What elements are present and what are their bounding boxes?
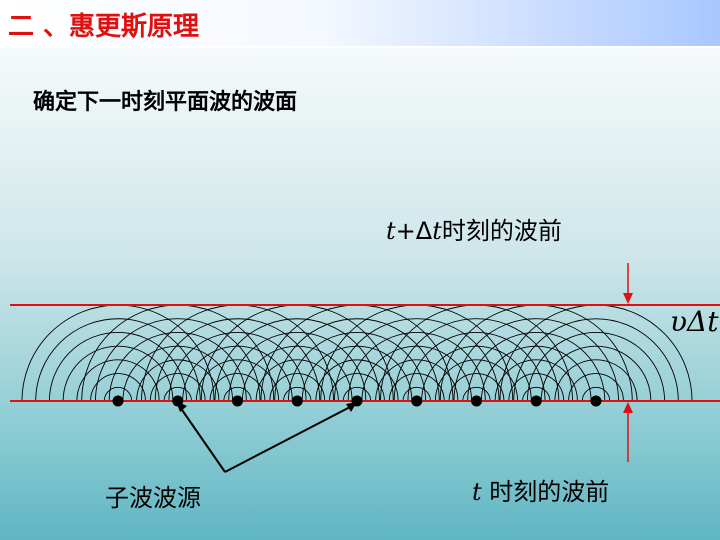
wavelet-sources-label: 子波波源 — [105, 484, 201, 512]
wavelet-arc — [554, 359, 638, 402]
wavelet-arc — [342, 386, 372, 402]
wavelet-source-dot — [112, 395, 124, 407]
wavelet-arc — [255, 359, 339, 402]
source-pointer-arrows — [176, 401, 357, 473]
wavelet-arc — [568, 373, 624, 402]
wavelet-source-dot — [232, 395, 243, 407]
wavelet-arc — [76, 359, 160, 402]
wavelet-arc — [163, 386, 192, 402]
wavelet-arc — [182, 345, 293, 402]
wavelet-source-dot — [411, 395, 423, 407]
wavelet-arc — [95, 318, 261, 402]
wavelet-source-dot — [471, 395, 482, 407]
wavelet-group — [21, 304, 693, 402]
wavelet-arc — [315, 359, 399, 402]
wavelet-source-dot — [530, 395, 542, 407]
wavelet-arc — [434, 359, 519, 402]
wavelet-arc — [462, 386, 491, 402]
wavelet-arc — [329, 373, 385, 402]
t-symbol: t — [432, 217, 442, 245]
wavelet-arc — [522, 386, 551, 402]
wavelet-arc — [421, 345, 532, 402]
wavelet-arc — [108, 332, 247, 402]
wavelet-arc — [334, 318, 500, 402]
wavelet-arc — [402, 386, 431, 402]
lower-wavefront-label: t 时刻的波前 — [472, 472, 609, 507]
wavelet-arc — [508, 373, 565, 402]
wavelet-arc — [241, 345, 353, 402]
wavelet-arc — [136, 359, 220, 402]
wavelet-arc — [154, 318, 321, 402]
wavelet-arc — [223, 386, 252, 402]
upper-wavefront-text: 时刻的波前 — [441, 217, 562, 245]
wavelet-arc — [448, 373, 505, 402]
wavelet-arc — [283, 386, 312, 402]
delta-symbol: Δ — [415, 217, 433, 245]
wavelet-arc — [540, 345, 652, 402]
wavelet-arc — [494, 359, 578, 402]
wavelet-arc — [287, 332, 427, 402]
wavelet-arc — [347, 332, 486, 402]
wavelet-arc — [375, 359, 459, 402]
wavelet-arc — [388, 373, 445, 402]
wavelet-arc — [209, 373, 266, 402]
wavelet-arc — [149, 373, 206, 402]
wavelet-arc — [274, 318, 440, 402]
wavelet-arc — [513, 318, 679, 402]
wavelet-arc — [480, 345, 592, 402]
wavelet-arc — [301, 345, 413, 402]
wavelet-arc — [467, 332, 606, 402]
wavelet-arc — [269, 373, 326, 402]
wavelet-arc — [581, 386, 611, 402]
wavelet-arc — [393, 318, 560, 402]
page-title: 二 、惠更斯原理 — [8, 12, 200, 42]
slide-subtitle: 确定下一时刻平面波的波面 — [33, 90, 298, 115]
wavelet-arc — [453, 318, 619, 402]
title-divider — [0, 46, 720, 48]
t-symbol: t — [386, 217, 396, 245]
wavelet-arc — [168, 332, 307, 402]
wavelet-arc — [361, 345, 473, 402]
lower-wavefront-text: 时刻的波前 — [489, 478, 610, 506]
wavelet-arc — [407, 332, 546, 402]
title-bar — [0, 0, 720, 48]
plus-symbol: + — [395, 217, 416, 245]
wavelet-arc — [90, 373, 146, 402]
lower-front-arrowhead — [623, 402, 633, 413]
wavelet-arc — [103, 386, 133, 402]
t-symbol: t — [472, 478, 482, 506]
wavelet-arc — [214, 318, 380, 402]
source-dots-group — [112, 395, 602, 407]
wavelet-source-dot — [590, 395, 602, 407]
v-delta-t-label: υΔt — [670, 305, 719, 338]
wavelet-arc — [195, 359, 280, 402]
upper-front-arrowhead — [623, 293, 633, 304]
wavelet-arc — [35, 318, 201, 402]
wavelet-arc — [62, 345, 174, 402]
wavelet-source-dot — [291, 395, 303, 407]
wavelet-arc — [526, 332, 666, 402]
upper-wavefront-label: t+Δt时刻的波前 — [386, 211, 562, 246]
wavelet-arc — [48, 332, 188, 402]
wavelet-arc — [122, 345, 234, 402]
wavelet-arc — [228, 332, 367, 402]
